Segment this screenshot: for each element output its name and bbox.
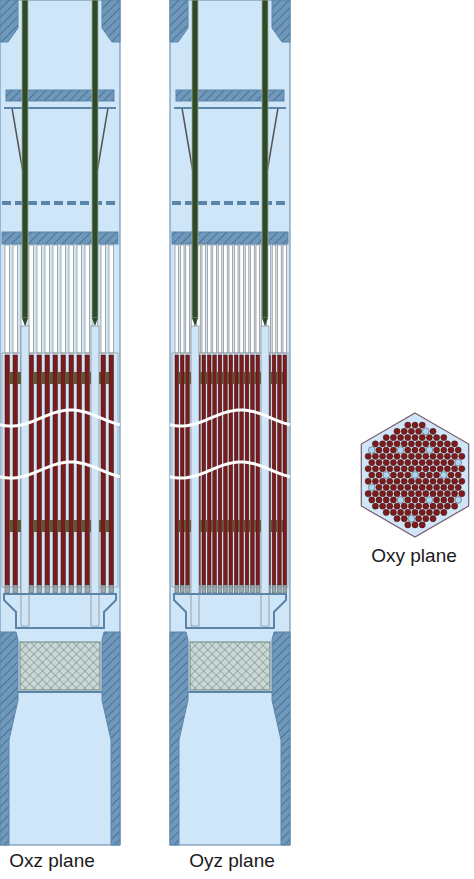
hexagonal-cross-section — [361, 413, 468, 537]
assembly-section — [170, 0, 290, 845]
plane-label: Oxy plane — [371, 545, 457, 567]
plane-label: Oxz plane — [9, 850, 95, 872]
assembly-section — [0, 0, 120, 845]
plane-label: Oyz plane — [189, 850, 275, 872]
